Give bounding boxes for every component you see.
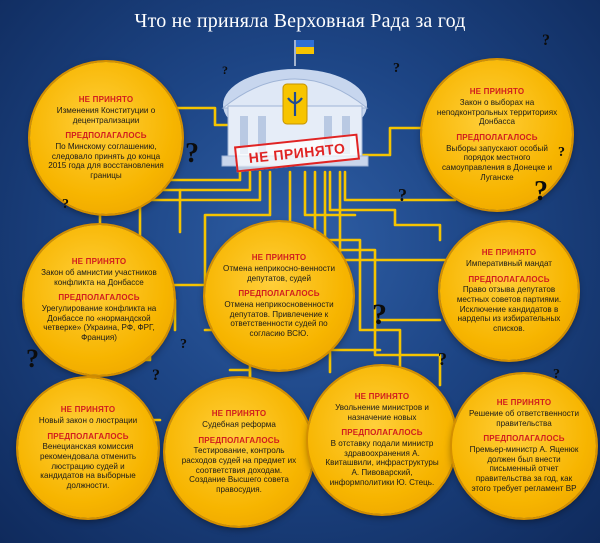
question-mark-icon: ? xyxy=(438,349,447,369)
item-text: Увольнение министров и назначение новых xyxy=(335,403,429,422)
status-label: НЕ ПРИНЯТО xyxy=(496,398,552,408)
item-donbass-elections: НЕ ПРИНЯТО Закон о выборах на неподконтр… xyxy=(422,60,572,210)
expected-label: ПРЕДПОЛАГАЛОСЬ xyxy=(483,434,565,444)
expected-label: ПРЕДПОЛАГАЛОСЬ xyxy=(468,274,550,284)
question-mark-icon: ? xyxy=(62,197,69,212)
question-mark-icon: ? xyxy=(26,344,39,373)
question-mark-icon: ? xyxy=(393,61,400,76)
expected-label: ПРЕДПОЛАГАЛОСЬ xyxy=(456,133,538,143)
question-mark-icon: ? xyxy=(534,176,548,207)
expected-text: Выборы запускают особый порядок местного… xyxy=(441,143,553,182)
status-label: НЕ ПРИНЯТО xyxy=(354,392,410,402)
expected-text: Урегулирование конфликта на Донбассе по … xyxy=(41,303,157,342)
expected-label: ПРЕДПОЛАГАЛОСЬ xyxy=(47,431,129,441)
question-mark-icon: ? xyxy=(152,367,160,384)
status-label: НЕ ПРИНЯТО xyxy=(78,95,134,105)
status-label: НЕ ПРИНЯТО xyxy=(251,253,307,263)
expected-label: ПРЕДПОЛАГАЛОСЬ xyxy=(238,289,320,299)
expected-text: Тестирование, контроль расходов судей на… xyxy=(181,446,297,494)
item-text: Судебная реформа xyxy=(202,419,276,429)
status-label: НЕ ПРИНЯТО xyxy=(211,409,267,419)
status-label: НЕ ПРИНЯТО xyxy=(481,248,537,258)
question-mark-icon: ? xyxy=(553,367,560,382)
question-mark-icon: ? xyxy=(558,145,565,160)
item-amnesty: НЕ ПРИНЯТО Закон об амнистии участников … xyxy=(24,225,174,375)
status-label: НЕ ПРИНЯТО xyxy=(469,87,525,97)
expected-label: ПРЕДПОЛАГАЛОСЬ xyxy=(198,435,280,445)
expected-label: ПРЕДПОЛАГАЛОСЬ xyxy=(65,131,147,141)
item-text: Решение об ответственности правительства xyxy=(469,409,579,428)
item-text: Закон о выборах на неподконтрольных терр… xyxy=(436,98,558,127)
question-mark-icon: ? xyxy=(542,32,550,49)
item-imperative-mandate: НЕ ПРИНЯТО Императивный мандат ПРЕДПОЛАГ… xyxy=(440,222,578,360)
item-decentralization: НЕ ПРИНЯТО Изменения Конституции о децен… xyxy=(30,62,182,214)
question-mark-icon: ? xyxy=(372,298,387,331)
item-text: Изменения Конституции о децентрализации xyxy=(56,105,156,125)
expected-text: По Минскому соглашению, следовало принят… xyxy=(48,141,164,180)
item-text: Императивный мандат xyxy=(466,258,552,268)
question-mark-icon: ? xyxy=(185,138,199,169)
question-mark-icon: ? xyxy=(222,63,228,77)
status-label: НЕ ПРИНЯТО xyxy=(60,405,116,415)
expected-text: Премьер-министр А. Яценюк должен был вне… xyxy=(469,445,579,493)
item-text: Отмена неприкосно-венности депутатов, су… xyxy=(223,263,335,283)
expected-text: Право отзыва депутатов местных советов п… xyxy=(456,285,562,333)
item-text: Закон об амнистии участников конфликта н… xyxy=(41,267,157,287)
expected-text: Венецианская комиссия рекомендовала отме… xyxy=(39,442,137,490)
question-mark-icon: ? xyxy=(398,185,407,205)
expected-text: Отмена неприкосновенности депутатов. При… xyxy=(224,299,334,338)
item-ministers: НЕ ПРИНЯТО Увольнение министров и назнач… xyxy=(308,366,456,514)
item-text: Новый закон о люстрации xyxy=(38,415,138,425)
page-title: Что не приняла Верховная Рада за год xyxy=(134,10,466,32)
expected-label: ПРЕДПОЛАГАЛОСЬ xyxy=(341,428,423,438)
item-judicial-reform: НЕ ПРИНЯТО Судебная реформа ПРЕДПОЛАГАЛО… xyxy=(165,378,313,526)
expected-label: ПРЕДПОЛАГАЛОСЬ xyxy=(58,293,140,303)
item-government-responsibility: НЕ ПРИНЯТО Решение об ответственности пр… xyxy=(452,374,596,518)
item-lustration: НЕ ПРИНЯТО Новый закон о люстрации ПРЕДП… xyxy=(18,378,158,518)
question-mark-icon: ? xyxy=(180,337,187,352)
expected-text: В отставку подали министр здравоохранени… xyxy=(325,439,439,487)
item-immunity: НЕ ПРИНЯТО Отмена неприкосно-венности де… xyxy=(205,222,353,370)
status-label: НЕ ПРИНЯТО xyxy=(71,257,127,267)
